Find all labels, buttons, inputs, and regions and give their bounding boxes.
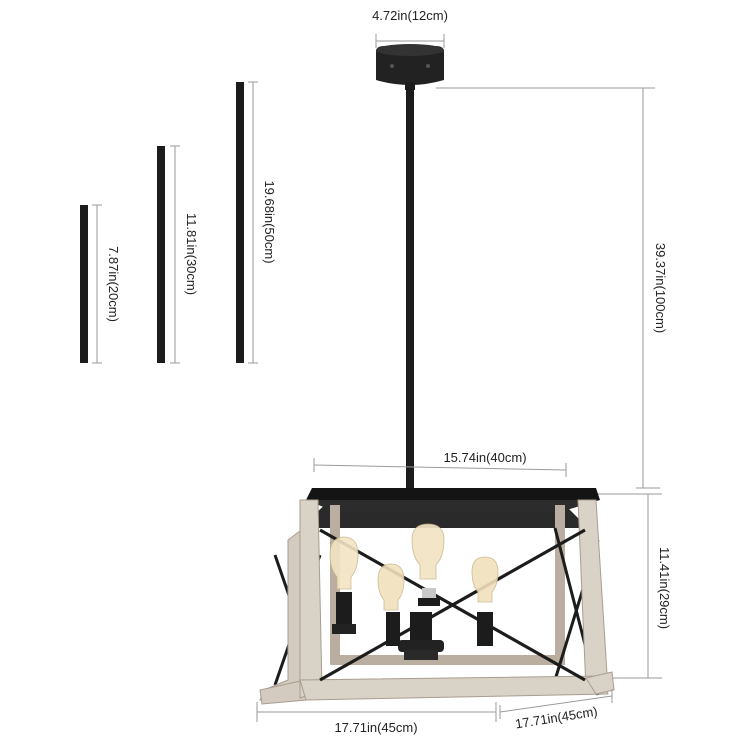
extension-rod-50cm-label: 19.68in(50cm) [262,180,277,263]
bulb-1 [329,536,359,634]
socket-cluster [398,612,444,660]
down-rod [406,88,414,492]
extension-rod-20cm-label: 7.87in(20cm) [106,246,121,322]
bulb-4 [471,556,499,646]
ceiling-canopy [376,44,444,90]
canopy-width-label: 4.72in(12cm) [372,8,448,23]
rod-length-dimension: 39.37in(100cm) [436,87,668,489]
bulb-2 [377,563,405,646]
extension-rod-30cm-label: 11.81in(30cm) [184,213,199,295]
extension-rod-30cm: 11.81in(30cm) [157,145,199,364]
top-width-label: 15.74in(40cm) [443,450,526,465]
bottom-width-label: 17.71in(45cm) [334,720,417,735]
bottom-width-dimension: 17.71in(45cm) [256,702,497,735]
cage-height-label: 11.41in(29cm) [657,547,672,629]
bulb-3 [411,523,445,606]
extension-rod-20cm: 7.87in(20cm) [80,204,121,364]
canopy-width-dimension: 4.72in(12cm) [372,8,448,48]
pendant-light-fixture [259,488,615,705]
cage-height-dimension: 11.41in(29cm) [596,493,672,679]
rod-length-label: 39.37in(100cm) [653,243,668,333]
top-width-dimension: 15.74in(40cm) [313,450,567,477]
extension-rod-50cm: 19.68in(50cm) [236,81,277,364]
